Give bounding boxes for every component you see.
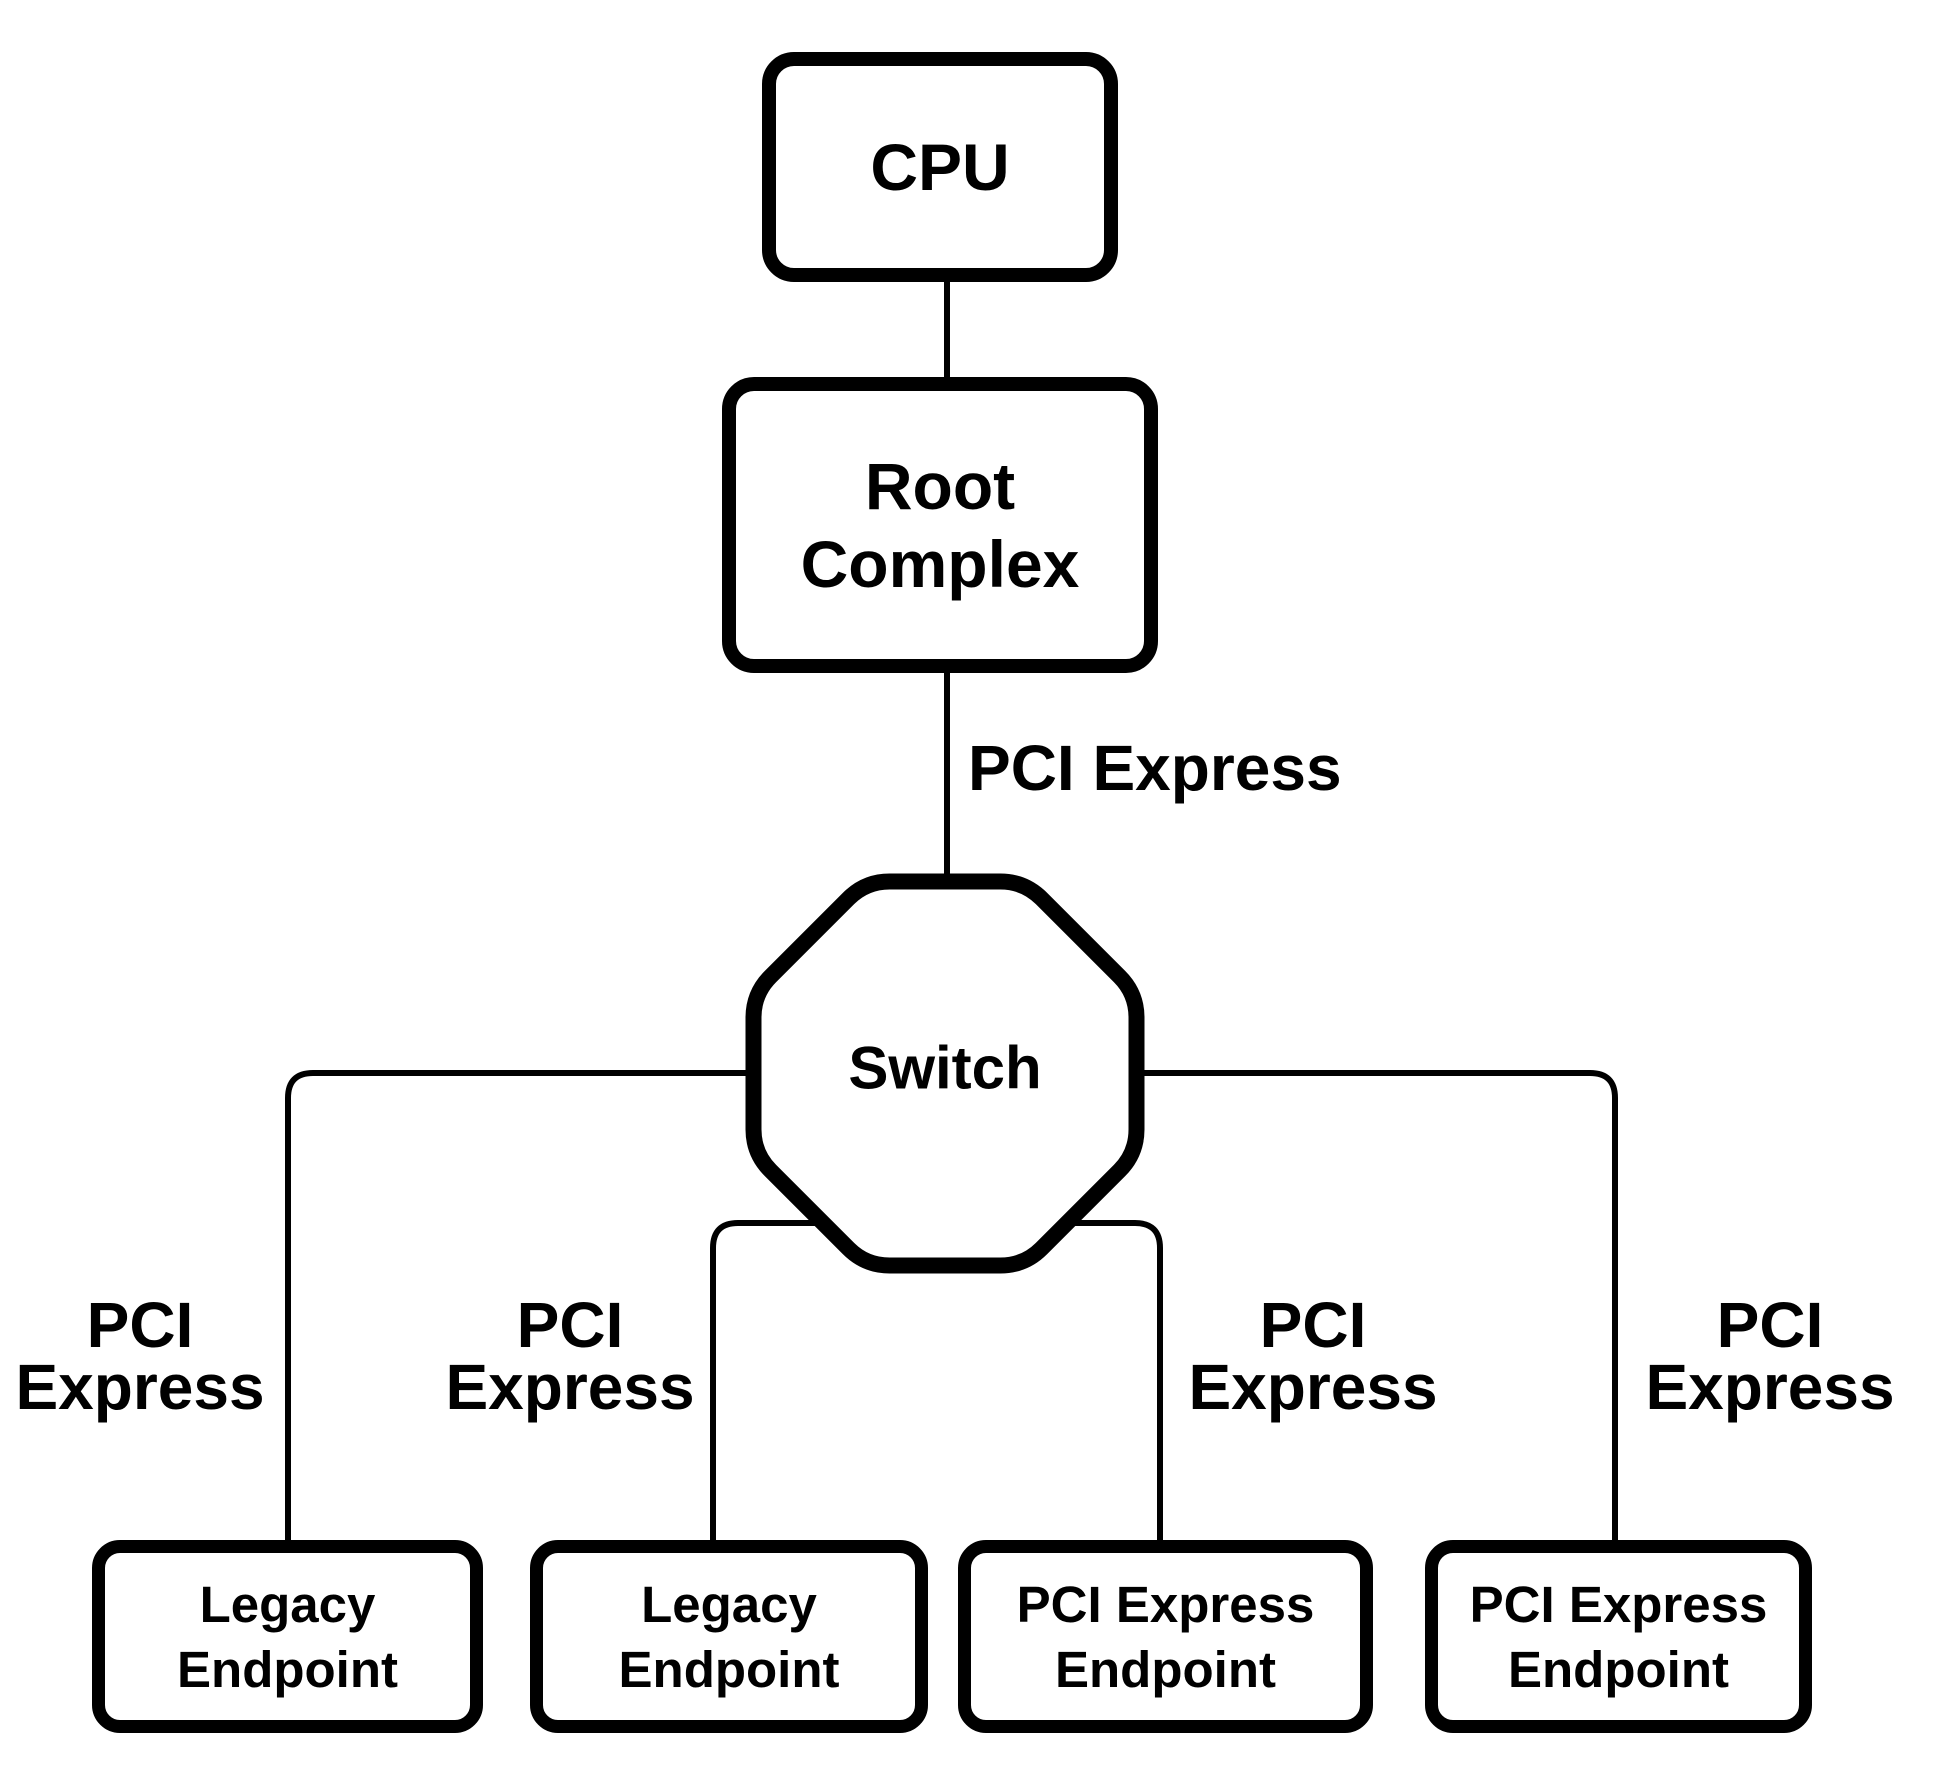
node-root-complex: Root Complex	[722, 377, 1158, 673]
endpoint-label: PCI Express Endpoint	[1017, 1572, 1315, 1702]
link-label-pci-express-3: PCI Express	[1188, 1289, 1438, 1423]
link-label-line1: PCI	[516, 1289, 624, 1361]
endpoint-label-line2: Endpoint	[1055, 1640, 1276, 1698]
link-label-line1: PCI	[86, 1289, 194, 1361]
node-legacy-endpoint-1: Legacy Endpoint	[92, 1540, 483, 1733]
endpoint-label-line1: Legacy	[641, 1575, 817, 1633]
link-label-line2: Express	[15, 1351, 265, 1423]
switch-label: Switch	[848, 1034, 1042, 1102]
link-switch-to-endpoint-4	[1137, 1070, 1618, 1542]
node-legacy-endpoint-2: Legacy Endpoint	[530, 1540, 928, 1733]
switch-octagon	[745, 873, 1145, 1274]
endpoint-label-line1: PCI Express	[1016, 1575, 1315, 1633]
root-complex-label-line1: Root	[864, 449, 1016, 523]
cpu-label: CPU	[870, 130, 1010, 204]
link-label-line1: PCI	[1259, 1289, 1367, 1361]
node-cpu: CPU	[762, 52, 1118, 282]
link-label-pci-express-root-to-switch: PCI Express	[968, 732, 1342, 804]
link-label-line1: PCI	[1716, 1289, 1824, 1361]
link-label-line2: Express	[1645, 1351, 1895, 1423]
root-complex-label-line2: Complex	[800, 527, 1080, 601]
endpoint-label: Legacy Endpoint	[619, 1572, 840, 1702]
endpoint-label-line1: Legacy	[199, 1575, 376, 1633]
node-pci-express-endpoint-1: PCI Express Endpoint	[958, 1540, 1373, 1733]
link-label-line2: Express	[445, 1351, 695, 1423]
link-label-pci-express-2: PCI Express	[445, 1289, 695, 1423]
endpoint-label: PCI Express Endpoint	[1470, 1572, 1768, 1702]
endpoint-label-line1: PCI Express	[1469, 1575, 1768, 1633]
link-label-pci-express-4: PCI Express	[1645, 1289, 1895, 1423]
endpoint-label-line2: Endpoint	[177, 1640, 398, 1698]
node-pci-express-endpoint-2: PCI Express Endpoint	[1425, 1540, 1812, 1733]
endpoint-label: Legacy Endpoint	[177, 1572, 398, 1702]
link-label-pci-express-1: PCI Express	[15, 1289, 265, 1423]
endpoint-label-line2: Endpoint	[618, 1640, 840, 1698]
endpoint-label-line2: Endpoint	[1508, 1640, 1729, 1698]
link-switch-to-endpoint-1	[285, 1070, 753, 1542]
root-complex-label: Root Complex	[801, 447, 1080, 603]
link-label-line2: Express	[1188, 1351, 1438, 1423]
